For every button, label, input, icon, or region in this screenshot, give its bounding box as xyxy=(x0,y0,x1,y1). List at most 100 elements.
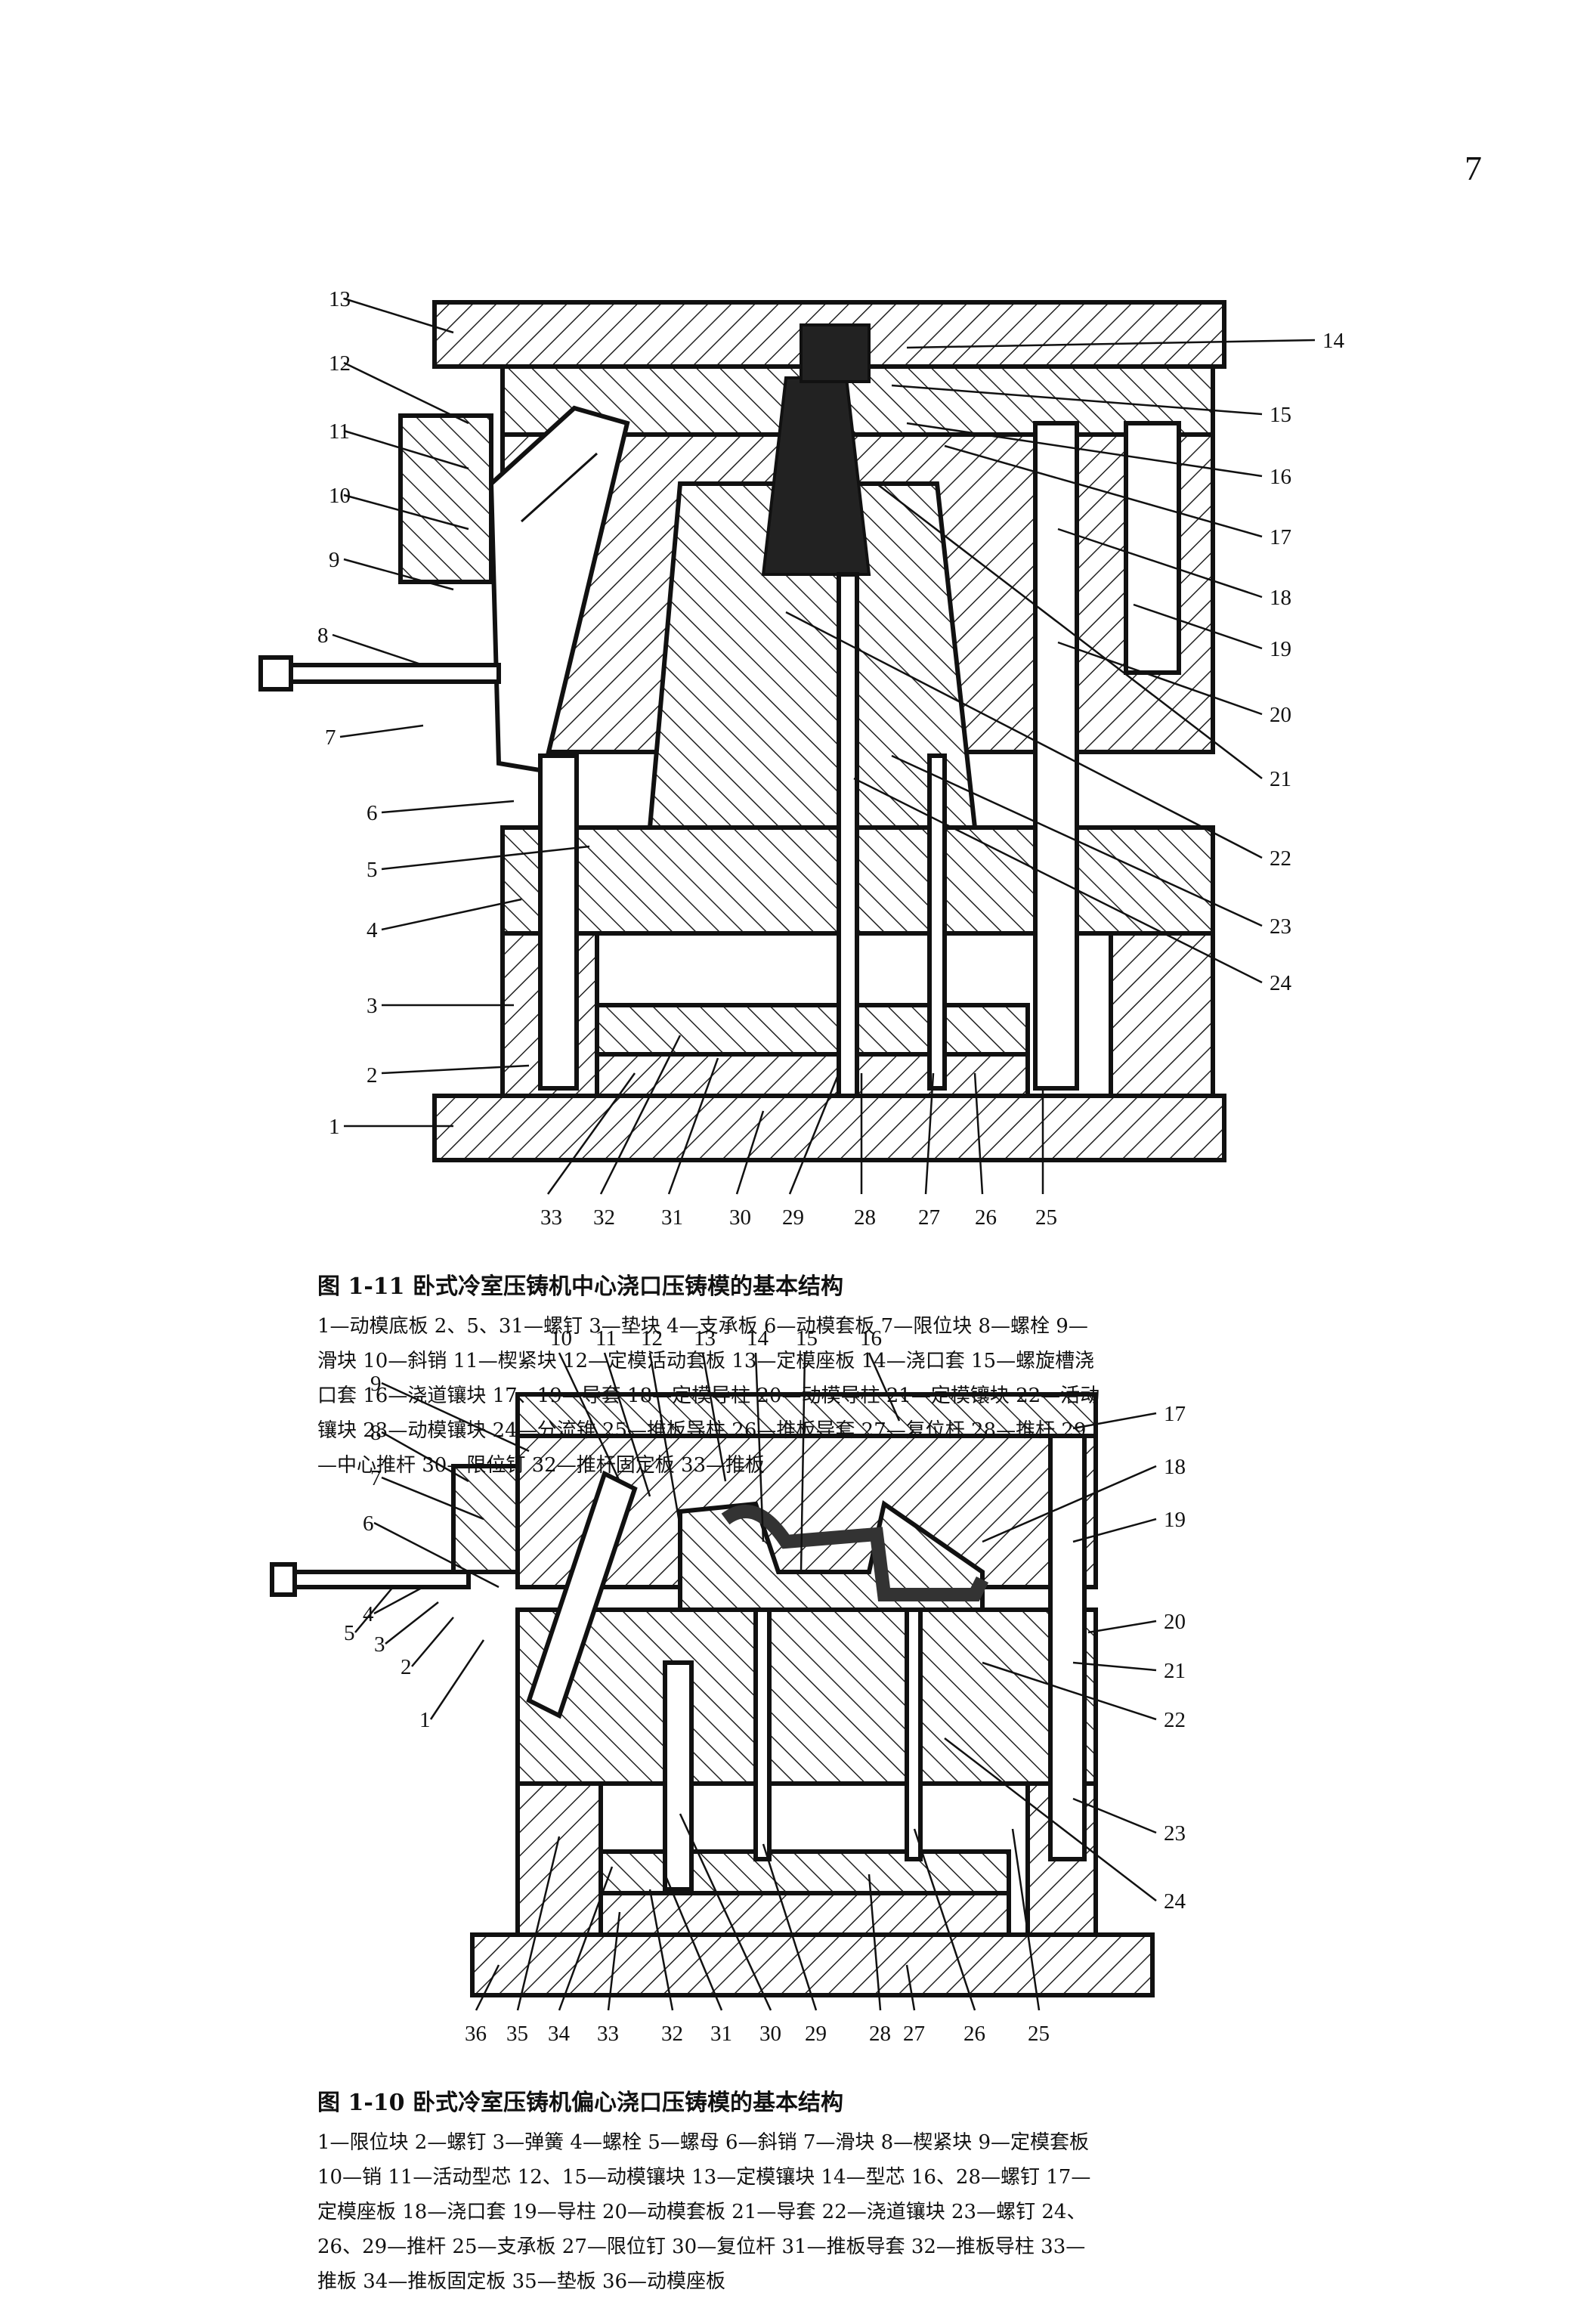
fig11-label-10: 10 xyxy=(329,484,351,508)
fig11-label-31: 31 xyxy=(661,1205,683,1230)
bolt xyxy=(270,663,501,684)
fig10-label-23: 23 xyxy=(1164,1821,1186,1846)
return-pin-b xyxy=(663,1660,694,1892)
ejector-plate xyxy=(595,1052,1030,1098)
fig11-label-22: 22 xyxy=(1270,846,1291,871)
fig11-label-16: 16 xyxy=(1270,465,1291,489)
fig11-label-18: 18 xyxy=(1270,586,1291,610)
fig10-label-7: 7 xyxy=(370,1466,382,1490)
figure-1-11-caption: 图 1-11 卧式冷室压铸机中心浇口压铸模的基本结构 1—动模底板 2、5、31… xyxy=(317,1270,1103,1483)
fig10-label-21: 21 xyxy=(1164,1659,1186,1683)
casting-b xyxy=(721,1505,989,1601)
fig10-label-12: 12 xyxy=(641,1326,663,1351)
fig10-label-14: 14 xyxy=(747,1326,769,1351)
fig11-label-28: 28 xyxy=(854,1205,876,1230)
fig11-label-3: 3 xyxy=(367,994,378,1018)
fig10-label-24: 24 xyxy=(1164,1889,1186,1914)
fig10-label-27: 27 xyxy=(903,2022,925,2046)
fig10-label-13: 13 xyxy=(694,1326,716,1351)
fig11-label-21: 21 xyxy=(1270,767,1291,791)
fig11-label-1: 1 xyxy=(329,1115,340,1139)
fig10-label-19: 19 xyxy=(1164,1508,1186,1532)
fig10-label-25: 25 xyxy=(1028,2022,1050,2046)
fig11-label-7: 7 xyxy=(325,726,336,750)
fig10-label-18: 18 xyxy=(1164,1455,1186,1479)
fig11-label-27: 27 xyxy=(918,1205,940,1230)
ejector-retainer xyxy=(595,1003,1030,1057)
fig10-label-20: 20 xyxy=(1164,1610,1186,1634)
center-ejector-pin xyxy=(837,572,859,1098)
fig11-label-11: 11 xyxy=(329,419,350,444)
bolt-b xyxy=(277,1570,471,1589)
fig10-label-17: 17 xyxy=(1164,1402,1186,1426)
fig11-label-23: 23 xyxy=(1270,914,1291,939)
guide-pillar xyxy=(1033,421,1079,1091)
fig10-label-32: 32 xyxy=(661,2022,683,2046)
fig10-label-35: 35 xyxy=(506,2022,528,2046)
fig10-label-8: 8 xyxy=(370,1421,382,1445)
return-pin xyxy=(538,753,579,1091)
bolt-nut-b xyxy=(270,1562,297,1597)
ejector-pin-b2 xyxy=(905,1607,923,1861)
fig11-label-15: 15 xyxy=(1270,403,1291,427)
fig11-label-9: 9 xyxy=(329,548,340,572)
fig10-label-33: 33 xyxy=(597,2022,619,2046)
fig10-label-6: 6 xyxy=(363,1512,374,1536)
fig11-label-13: 13 xyxy=(329,287,351,311)
moving-clamp-plate-b xyxy=(470,1932,1155,1997)
fig11-label-33: 33 xyxy=(540,1205,562,1230)
moving-bolster-b xyxy=(515,1607,1098,1786)
figure-1-11-title: 图 1-11 卧式冷室压铸机中心浇口压铸模的基本结构 xyxy=(317,1273,843,1300)
spacer-left-b xyxy=(515,1781,603,1937)
fig10-label-29: 29 xyxy=(805,2022,827,2046)
figure-1-11-drawing xyxy=(258,300,1226,1162)
bolt-nut xyxy=(258,655,293,692)
fig11-label-4: 4 xyxy=(367,918,378,942)
fig11-label-2: 2 xyxy=(367,1063,378,1088)
fig11-label-17: 17 xyxy=(1270,525,1291,549)
figure-1-10-legend: 1—限位块 2—螺钉 3—弹簧 4—螺栓 5—螺母 6—斜销 7—滑块 8—楔紧… xyxy=(317,2131,1091,2293)
guide-pillar-b xyxy=(1048,1434,1087,1861)
fig11-label-24: 24 xyxy=(1270,971,1292,995)
fig11-label-26: 26 xyxy=(975,1205,997,1230)
fig11-label-12: 12 xyxy=(329,351,351,376)
fig10-label-2: 2 xyxy=(401,1655,412,1679)
spiral-sprue xyxy=(800,323,871,383)
fig10-label-34: 34 xyxy=(548,2022,571,2046)
fig10-label-30: 30 xyxy=(759,2022,781,2046)
figure-1-11-legend: 1—动模底板 2、5、31—螺钉 3—垫块 4—支承板 6—动模套板 7—限位块… xyxy=(317,1315,1100,1477)
spacer-block-right xyxy=(1109,931,1215,1098)
fig11-label-8: 8 xyxy=(317,623,329,648)
fig10-label-15: 15 xyxy=(796,1326,818,1351)
ejector-retainer-b xyxy=(598,1849,1011,1895)
fig10-label-36: 36 xyxy=(465,2022,487,2046)
angle-pin-b xyxy=(526,1470,638,1719)
guide-bush xyxy=(1124,421,1181,675)
wedge-block xyxy=(398,413,493,584)
fig11-label-25: 25 xyxy=(1035,1205,1057,1230)
fig11-label-6: 6 xyxy=(367,801,378,825)
figure-1-10-caption: 图 1-10 卧式冷室压铸机偏心浇口压铸模的基本结构 1—限位块 2—螺钉 3—… xyxy=(317,2086,1103,2299)
fig10-label-3: 3 xyxy=(374,1632,385,1657)
fig10-label-26: 26 xyxy=(963,2022,985,2046)
ejector-plate-b xyxy=(598,1891,1011,1937)
fig10-label-28: 28 xyxy=(869,2022,891,2046)
fig11-label-32: 32 xyxy=(593,1205,615,1230)
fig10-label-16: 16 xyxy=(860,1326,882,1351)
fig11-label-5: 5 xyxy=(367,858,378,882)
fig10-label-22: 22 xyxy=(1164,1708,1186,1732)
fig10-label-31: 31 xyxy=(710,2022,732,2046)
fig11-label-14: 14 xyxy=(1322,329,1345,353)
fig11-label-19: 19 xyxy=(1270,637,1291,661)
fig11-label-30: 30 xyxy=(729,1205,751,1230)
page-number: 7 xyxy=(1465,149,1482,187)
ejector-pin-b1 xyxy=(753,1607,772,1861)
figure-1-10-drawing xyxy=(270,1392,1155,1997)
fig10-label-1: 1 xyxy=(419,1708,431,1732)
figure-1-10-title: 图 1-10 卧式冷室压铸机偏心浇口压铸模的基本结构 xyxy=(317,2090,843,2116)
ejector-pin xyxy=(927,753,947,1091)
figure-1-11-leader-lines: 1 2 3 4 5 6 7 8 9 10 11 12 13 14 15 16 1… xyxy=(317,287,1345,1230)
fig11-label-20: 20 xyxy=(1270,703,1291,727)
